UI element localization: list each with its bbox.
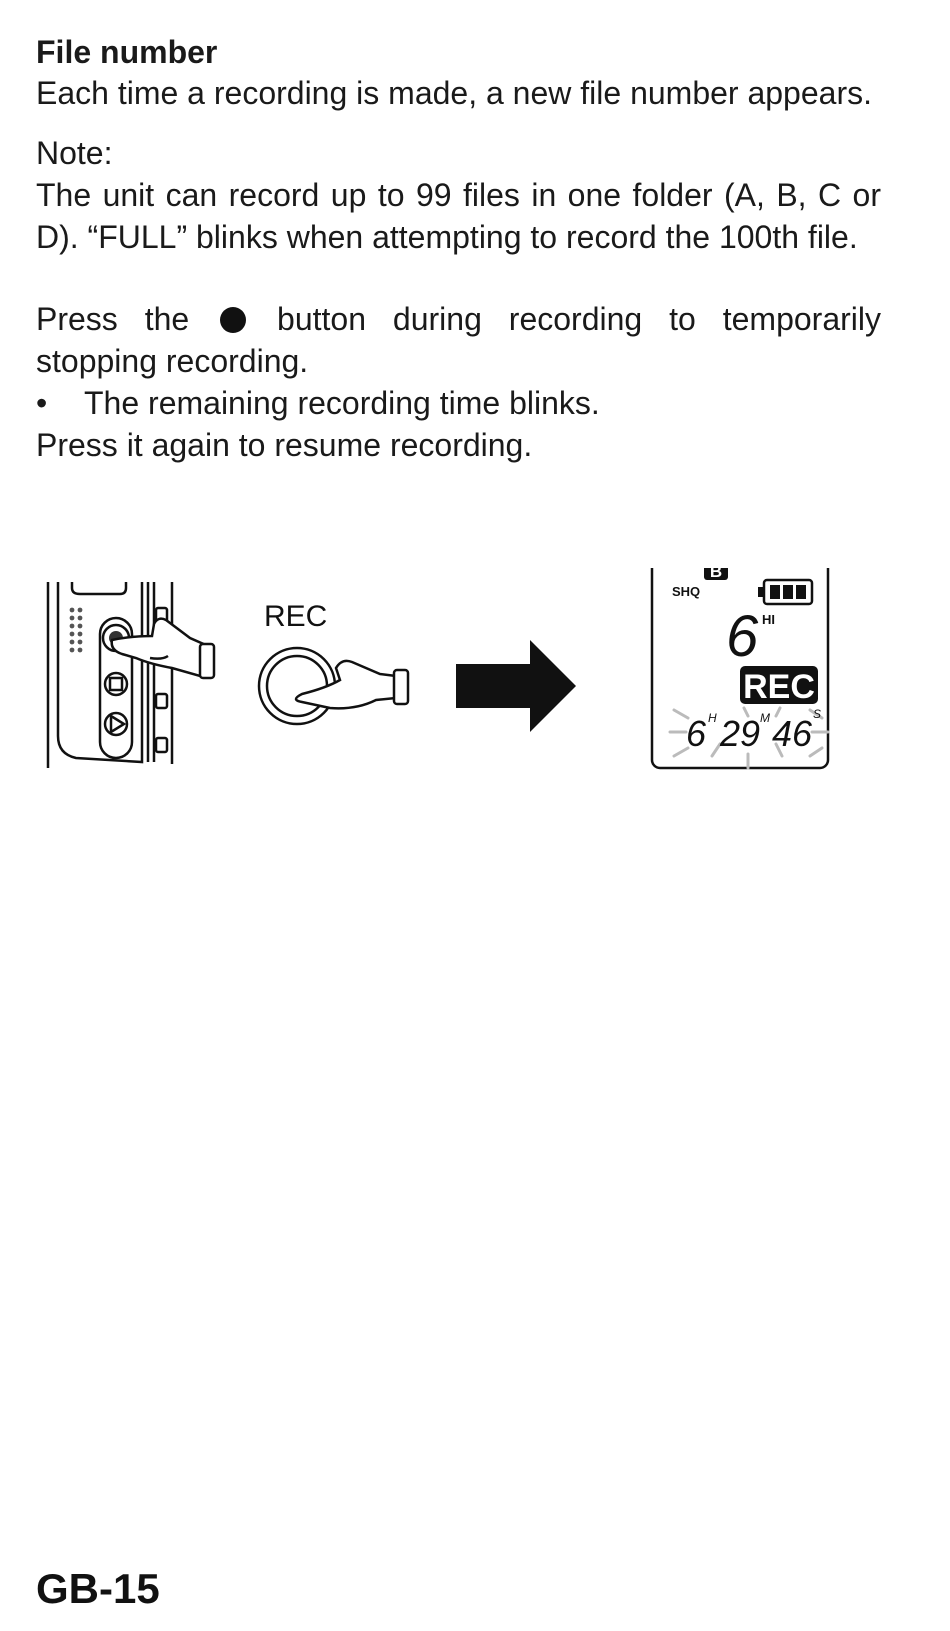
remaining-time-minutes: 29 [719,713,760,754]
pause-instruction: Press the button during recording to tem… [36,298,881,382]
section-heading: File number [36,34,218,70]
battery-icon [758,578,814,606]
recorder-device-icon [46,582,216,768]
file-number-display: 6 [726,604,759,669]
rec-button-press-icon [257,646,410,726]
arrow-right-icon [456,640,576,732]
rec-button-label: REC [264,600,327,633]
page-content: File number Each time a recording is mad… [36,32,881,466]
pause-text-after: button during recording to temporarily s… [36,301,882,379]
bullet-text: The remaining recording time blinks. [84,385,600,421]
resume-instruction: Press it again to resume recording. [36,427,533,463]
lcd-display: B SHQ 6 HI REC 6 H 29 M [650,568,830,770]
quality-indicator: SHQ [672,584,700,599]
mic-sensitivity-indicator: HI [762,612,775,627]
bullet-icon: • [36,385,48,421]
pause-text-before: Press the [36,301,190,337]
bullet-item: • The remaining recording time blinks. [36,382,881,424]
hours-unit: H [708,711,717,725]
note-text: The unit can record up to 99 files in on… [36,177,881,255]
rec-button-icon [220,307,247,333]
page-number: GB-15 [36,1565,160,1612]
note-label: Note: [36,135,113,171]
folder-indicator: B [710,568,722,581]
rec-indicator-badge: REC [743,668,815,706]
remaining-time-hours: 6 [686,713,707,754]
seconds-unit: S [813,707,821,721]
recording-illustration: REC B SHQ 6 HI REC [46,568,830,770]
file-number-text: Each time a recording is made, a new fil… [36,75,872,111]
blink-rays-icon [668,706,830,770]
minutes-unit: M [760,711,770,725]
remaining-time-seconds: 46 [772,713,813,754]
